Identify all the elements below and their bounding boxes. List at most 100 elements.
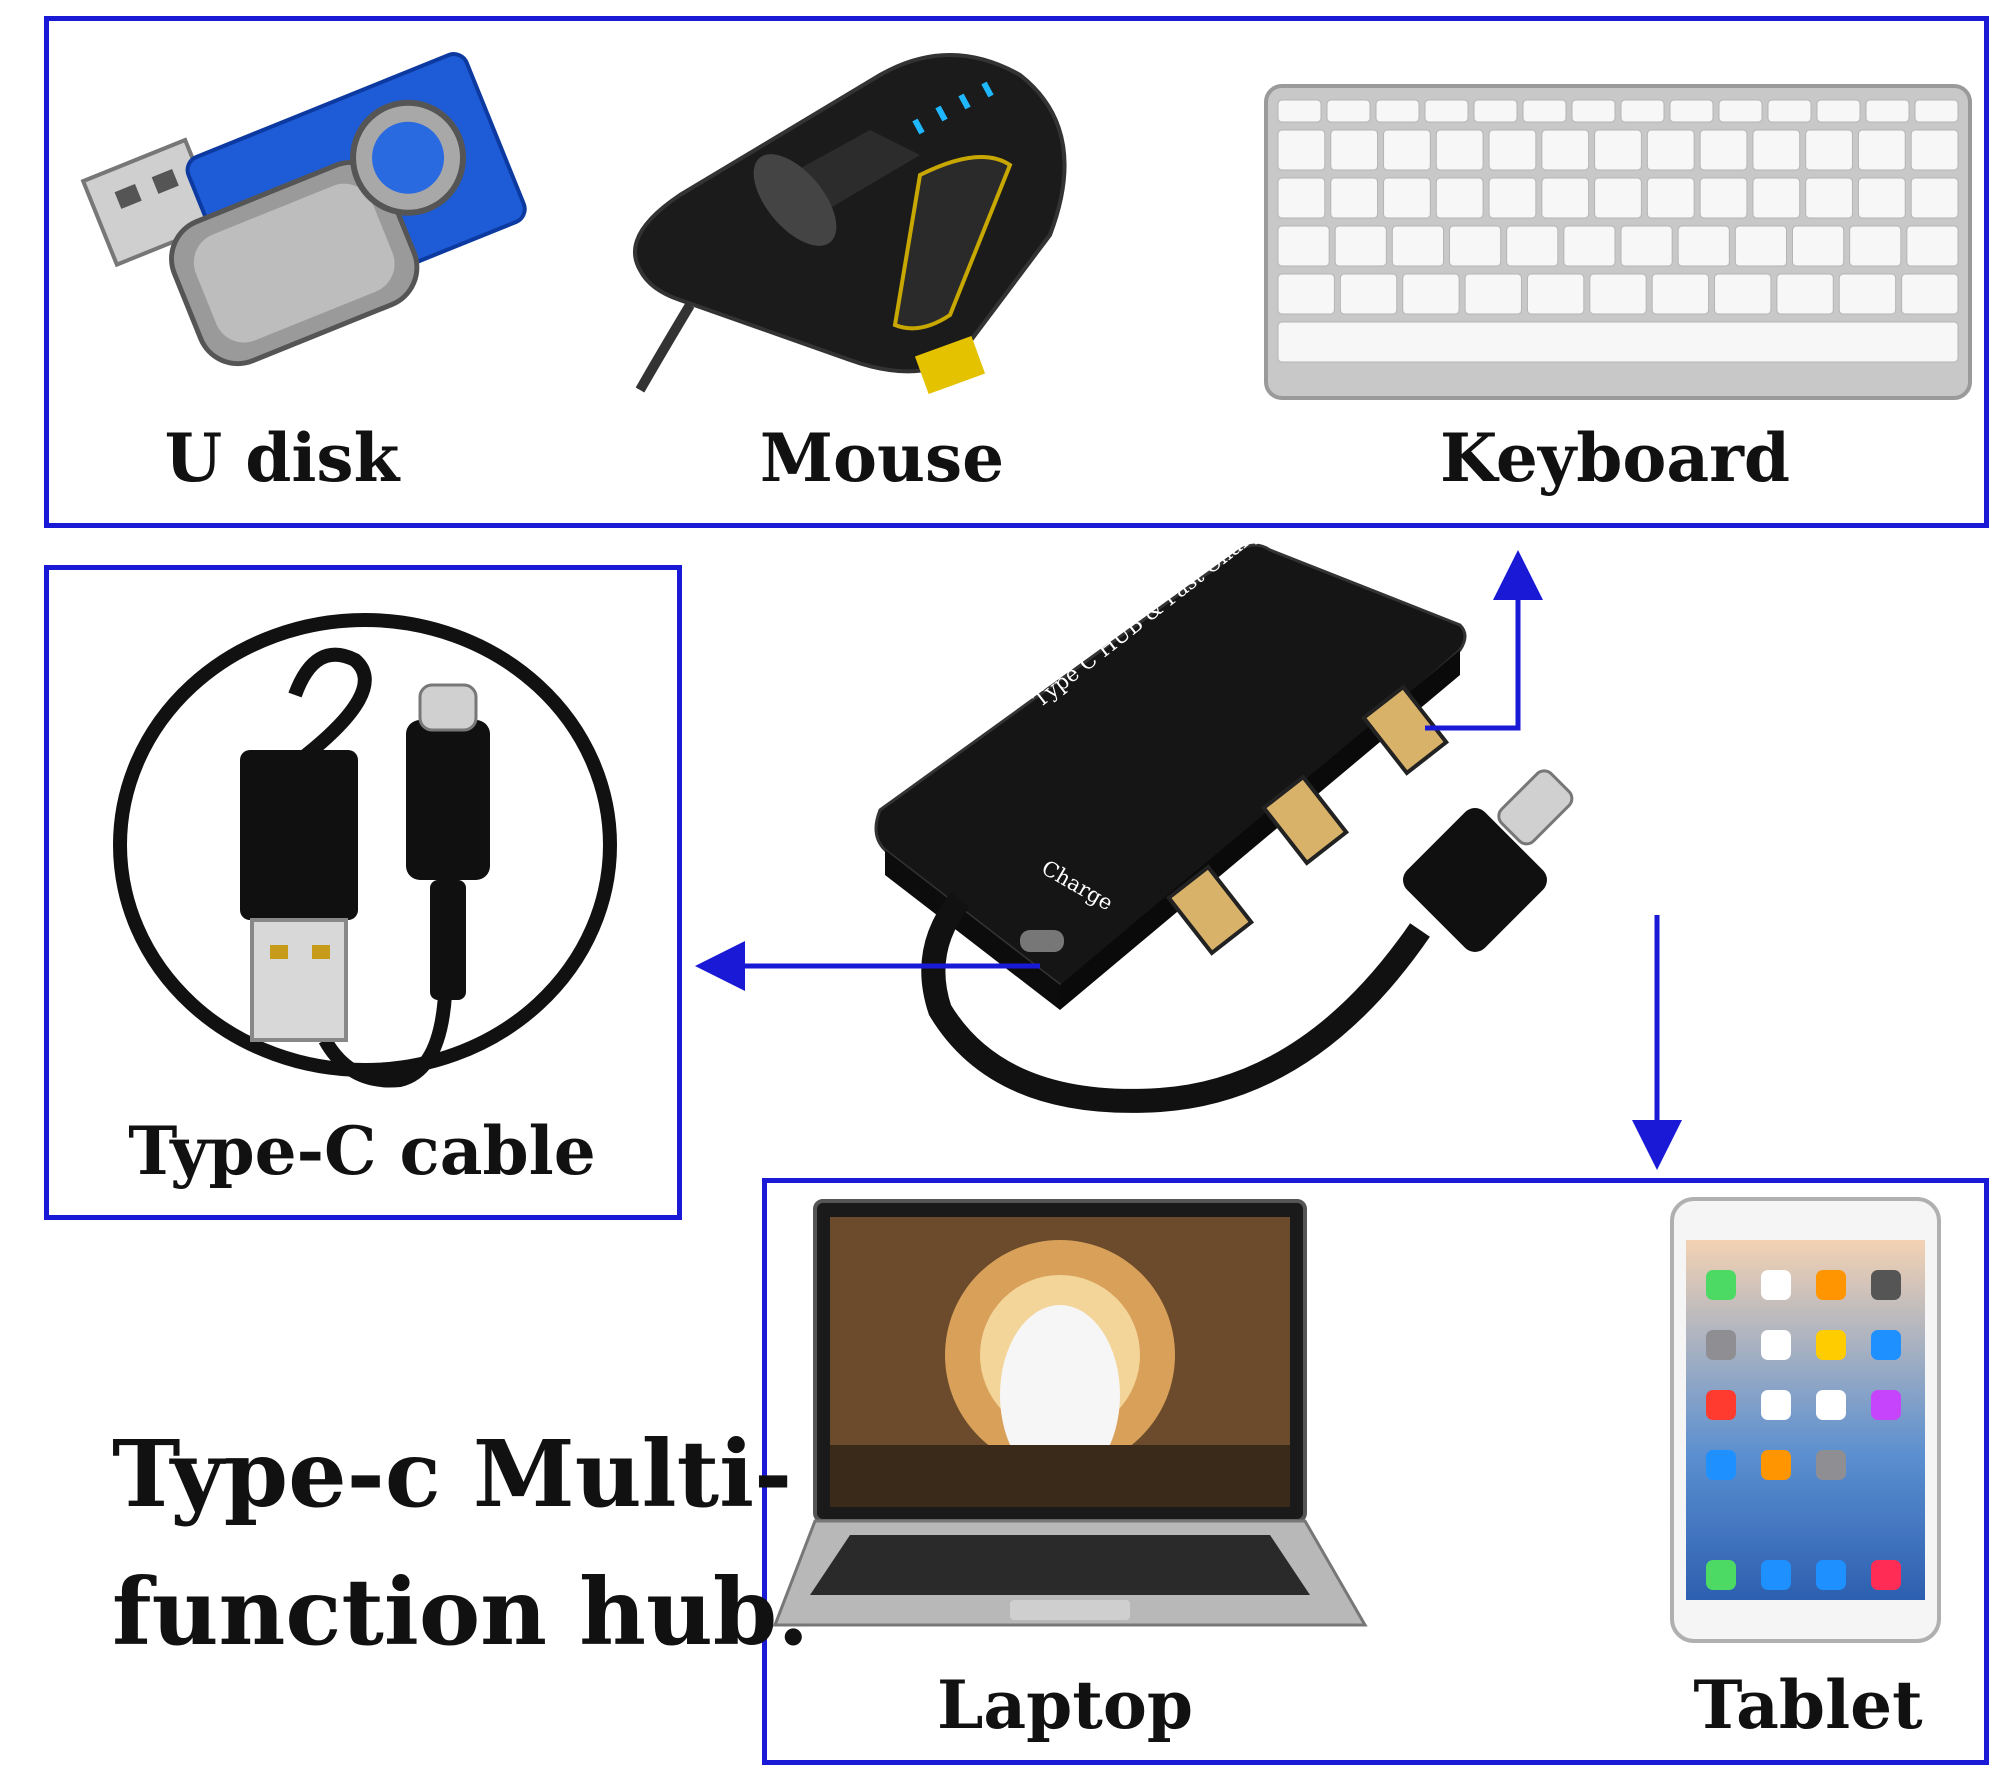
- tablet-app-icon: [1706, 1330, 1736, 1360]
- tablet-icon: [1670, 1197, 1941, 1643]
- keyboard-key: [1488, 129, 1537, 171]
- keyboard-key: [1383, 177, 1431, 219]
- tablet-app-icon: [1871, 1270, 1901, 1300]
- keyboard-key: [1402, 273, 1460, 315]
- keyboard-key: [1594, 177, 1642, 219]
- keyboard-key: [1435, 129, 1484, 171]
- keyboard-key: [1435, 177, 1484, 219]
- tablet-dock-icon: [1761, 1560, 1791, 1590]
- keyboard-key: [1277, 129, 1326, 171]
- keyboard-key: [1910, 177, 1959, 219]
- tablet-app-icon: [1816, 1390, 1846, 1420]
- keyboard-key: [1914, 99, 1959, 123]
- keyboard-key: [1594, 129, 1642, 171]
- keyboard-key: [1910, 129, 1959, 171]
- keyboard-key: [1646, 129, 1695, 171]
- keyboard-key: [1906, 225, 1959, 267]
- keyboard-key: [1857, 129, 1906, 171]
- laptop-icon: [772, 1199, 1368, 1627]
- tablet-app-icon: [1706, 1270, 1736, 1300]
- keyboard-key: [1330, 177, 1379, 219]
- keyboard-key: [1865, 99, 1910, 123]
- keyboard-key: [1734, 225, 1788, 267]
- keyboard-key: [1563, 225, 1616, 267]
- keyboard-key: [1391, 225, 1444, 267]
- tablet-app-icon: [1871, 1330, 1901, 1360]
- arrow-to-keyboard: [1425, 550, 1543, 731]
- keyboard-key: [1339, 273, 1398, 315]
- tablet-app-icon: [1816, 1330, 1846, 1360]
- keyboard-key: [1752, 177, 1801, 219]
- mouse-label: Mouse: [759, 419, 1005, 497]
- keyboard-key: [1752, 129, 1801, 171]
- type-c-cable-icon: [113, 613, 617, 1088]
- keyboard-key: [1571, 99, 1616, 123]
- caption-line-2: function hub.: [112, 1558, 810, 1666]
- tablet-app-icon: [1816, 1270, 1846, 1300]
- tablet-dock-icon: [1706, 1560, 1736, 1590]
- keyboard-key: [1277, 99, 1322, 123]
- keyboard-key: [1838, 273, 1897, 315]
- tablet-app-icon: [1761, 1450, 1791, 1480]
- keyboard-key: [1651, 273, 1710, 315]
- keyboard-key: [1767, 99, 1812, 123]
- keyboard-key: [1646, 177, 1695, 219]
- keyboard-key: [1699, 177, 1748, 219]
- keyboard-key: [1334, 225, 1387, 267]
- tablet-app-icon: [1816, 1450, 1846, 1480]
- keyboard-key: [1620, 99, 1665, 123]
- type-c-cable-label: Type-C cable: [128, 1112, 596, 1190]
- keyboard-key: [1277, 273, 1335, 315]
- keyboard-key: [1816, 99, 1861, 123]
- keyboard-bottom-row: [1277, 321, 1959, 363]
- keyboard-key: [1901, 273, 1959, 315]
- tablet-label: Tablet: [1693, 1666, 1923, 1744]
- keyboard-key: [1805, 129, 1853, 171]
- keyboard-key: [1776, 273, 1834, 315]
- keyboard-key: [1326, 99, 1371, 123]
- keyboard-key: [1383, 129, 1431, 171]
- laptop-label: Laptop: [937, 1666, 1193, 1744]
- keyboard-key: [1857, 177, 1906, 219]
- keyboard-key: [1330, 129, 1379, 171]
- tablet-app-icon: [1761, 1330, 1791, 1360]
- keyboard-key: [1526, 273, 1585, 315]
- keyboard-key: [1677, 225, 1730, 267]
- tablet-app-icon: [1706, 1450, 1736, 1480]
- caption-line-1: Type-c Multi-: [112, 1420, 793, 1528]
- tablet-app-icon: [1761, 1270, 1791, 1300]
- keyboard-key: [1792, 225, 1845, 267]
- keyboard-key: [1506, 225, 1559, 267]
- keyboard-key: [1449, 225, 1502, 267]
- keyboard-key: [1375, 99, 1420, 123]
- diagram-caption: Type-c Multi- function hub.: [112, 1405, 809, 1681]
- keyboard-key: [1589, 273, 1647, 315]
- keyboard-key: [1424, 99, 1469, 123]
- tablet-app-icon: [1761, 1390, 1791, 1420]
- tablet-app-icon: [1706, 1390, 1736, 1420]
- keyboard-key: [1277, 225, 1330, 267]
- keyboard-key: [1277, 177, 1326, 219]
- keyboard-icon: [1264, 84, 1972, 400]
- mouse-icon: [633, 53, 1067, 395]
- tablet-app-icon: [1871, 1390, 1901, 1420]
- keyboard-key: [1522, 99, 1567, 123]
- keyboard-key: [1714, 273, 1772, 315]
- keyboard-key: [1805, 177, 1853, 219]
- keyboard-key: [1699, 129, 1748, 171]
- keyboard-key: [1488, 177, 1537, 219]
- keyboard-key: [1464, 273, 1522, 315]
- keyboard-key: [1473, 99, 1518, 123]
- udisk-label: U disk: [164, 419, 400, 497]
- usb-hub-icon: Type C HUB & Fast Charging Charge: [874, 530, 1574, 1113]
- keyboard-key: [1669, 99, 1714, 123]
- usb-flash-drive-icon: 4GB: [80, 52, 527, 367]
- keyboard-key: [1541, 129, 1590, 171]
- tablet-dock-icon: [1871, 1560, 1901, 1590]
- keyboard-label: Keyboard: [1439, 419, 1791, 497]
- keyboard-key: [1849, 225, 1902, 267]
- keyboard-key: [1620, 225, 1673, 267]
- keyboard-key: [1718, 99, 1763, 123]
- tablet-dock-icon: [1816, 1560, 1846, 1590]
